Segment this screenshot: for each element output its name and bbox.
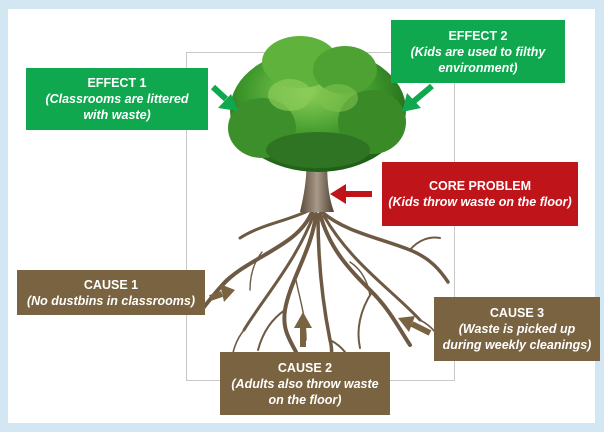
effect1-box: EFFECT 1 (Classrooms are littered with w… xyxy=(26,68,208,130)
cause3-title: CAUSE 3 xyxy=(489,306,545,320)
tree-canopy-illustration xyxy=(228,36,406,172)
cause2-box: CAUSE 2 (Adults also throw waste on the … xyxy=(220,352,390,415)
effect2-arrow-icon xyxy=(402,83,434,112)
cause3-box: CAUSE 3 (Waste is picked up during weekl… xyxy=(434,297,600,361)
core-problem-title: CORE PROBLEM xyxy=(428,179,532,193)
effect2-description: (Kids are used to filthy environment) xyxy=(410,44,546,75)
core-problem-box: CORE PROBLEM (Kids throw waste on the fl… xyxy=(382,162,578,226)
cause1-arrow-icon xyxy=(209,284,235,302)
cause2-title: CAUSE 2 xyxy=(277,360,333,375)
tree-roots-illustration xyxy=(198,208,450,374)
effect2-title: EFFECT 2 xyxy=(448,28,508,43)
cause1-box: CAUSE 1 (No dustbins in classrooms) xyxy=(17,270,205,315)
effect1-arrow-icon xyxy=(210,84,238,111)
cause3-arrow-icon xyxy=(398,316,432,336)
effect1-title: EFFECT 1 xyxy=(87,76,147,90)
core-problem-arrow-icon xyxy=(330,184,372,204)
cause3-description: (Waste is picked up during weekly cleani… xyxy=(442,322,592,352)
cause2-arrow-icon xyxy=(294,312,312,347)
core-problem-description: (Kids throw waste on the floor) xyxy=(388,195,572,209)
effect1-description: (Classrooms are littered with waste) xyxy=(45,92,189,122)
effect2-box: EFFECT 2 (Kids are used to filthy enviro… xyxy=(391,20,565,83)
cause1-description: (No dustbins in classrooms) xyxy=(26,293,196,308)
cause2-description: (Adults also throw waste on the floor) xyxy=(231,376,379,407)
cause1-title: CAUSE 1 xyxy=(83,277,139,292)
